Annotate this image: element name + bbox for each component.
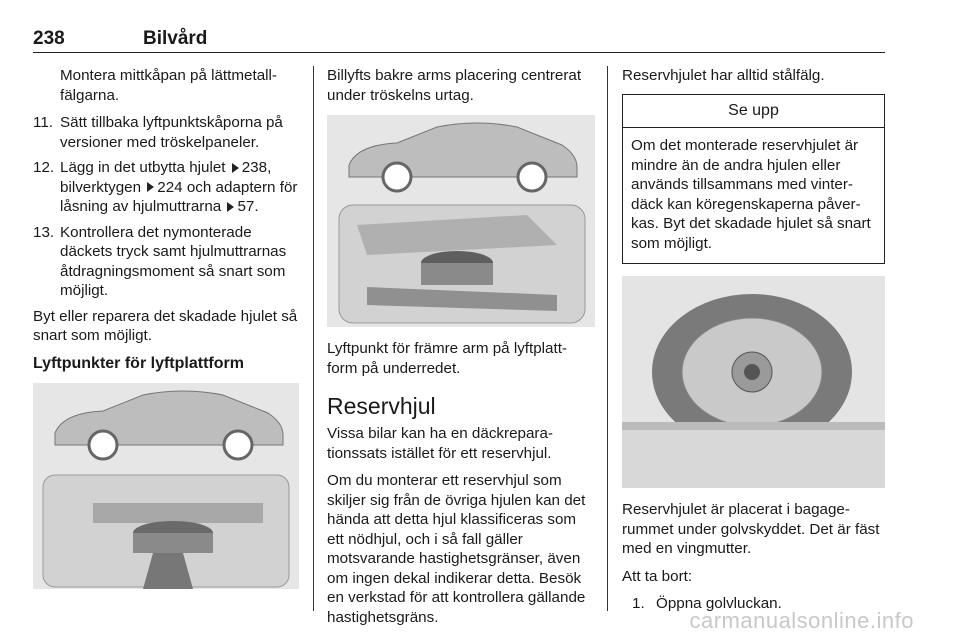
figure-caption: Lyftpunkt för främre arm på lyftplatt-fo… [327, 340, 567, 377]
item-text-pre: Lägg in det utbytta hjulet [60, 159, 226, 176]
list-item-12: 12. Lägg in det utbytta hjulet 238, bilv… [33, 158, 299, 217]
column-1: Montera mittkåpan på lättmetall-fälgarna… [33, 66, 299, 601]
list-item-1: 1. Öppna golvluckan. [622, 594, 885, 614]
page-ref-arrow-icon [147, 182, 155, 193]
caution-title: Se upp [623, 95, 884, 128]
caution-box: Se upp Om det monterade reservhjulet är … [622, 93, 885, 264]
paragraph: Reservhjulet är placerat i bagage-rummet… [622, 501, 880, 557]
column-divider [313, 66, 314, 611]
item-number: 1. [632, 595, 645, 612]
page-ref-link[interactable]: 224 och adaptern för låsning av hjulmutt… [60, 178, 298, 216]
item-text: Kontrollera det nymonterade däckets tryc… [60, 223, 287, 300]
paragraph: Billyfts bakre arms placering centrerat … [327, 67, 582, 104]
page-ref-arrow-icon [227, 201, 235, 212]
page-number: 238 [33, 28, 65, 49]
item-text-mid: bilverktygen [60, 178, 142, 196]
column-divider [607, 66, 608, 611]
item-number: 12. [33, 159, 55, 176]
column-3: Reservhjulet har alltid stålfälg. Se upp… [622, 66, 885, 620]
column-2: Billyfts bakre arms placering centrerat … [327, 66, 595, 635]
item-number: 11. [33, 114, 53, 131]
rear-lift-point-illustration [33, 383, 299, 589]
front-lift-point-illustration [327, 115, 595, 327]
list-item-13: 13. Kontrollera det nymonterade däckets … [33, 223, 299, 301]
item-text: Öppna golvluckan. [656, 595, 782, 612]
section-title: Bilvård [143, 28, 208, 49]
section-heading: Reservhjul [327, 393, 436, 419]
list-item-11: 11. Sätt tillbaka lyftpunktskåporna på v… [33, 113, 299, 152]
subheading: Lyftpunkter för lyftplattform [33, 354, 244, 372]
page-ref-arrow-icon [231, 162, 239, 173]
page-ref-link[interactable]: 57. [237, 198, 259, 215]
paragraph: Reservhjulet har alltid stålfälg. [622, 67, 825, 84]
paragraph: Byt eller reparera det skadade hjulet så… [33, 307, 298, 345]
paragraph: Att ta bort: [622, 567, 693, 585]
page-header: 238 Bilvård [33, 26, 885, 53]
paragraph: Om du monterar ett reservhjul som skilje… [327, 472, 586, 626]
caution-text: Om det monterade reservhjulet är mindre … [631, 137, 871, 252]
page-ref-link[interactable]: 238, [241, 159, 272, 176]
item-number: 13. [33, 223, 55, 241]
paragraph: Vissa bilar kan ha en däckrepara-tionssa… [327, 425, 553, 462]
watermark: carmanualsonline.info [689, 608, 914, 633]
item-text: Sätt tillbaka lyftpunktskåporna på versi… [60, 114, 283, 151]
continued-text: Montera mittkåpan på lättmetall-fälgarna… [60, 67, 277, 104]
spare-wheel-illustration [622, 276, 885, 488]
